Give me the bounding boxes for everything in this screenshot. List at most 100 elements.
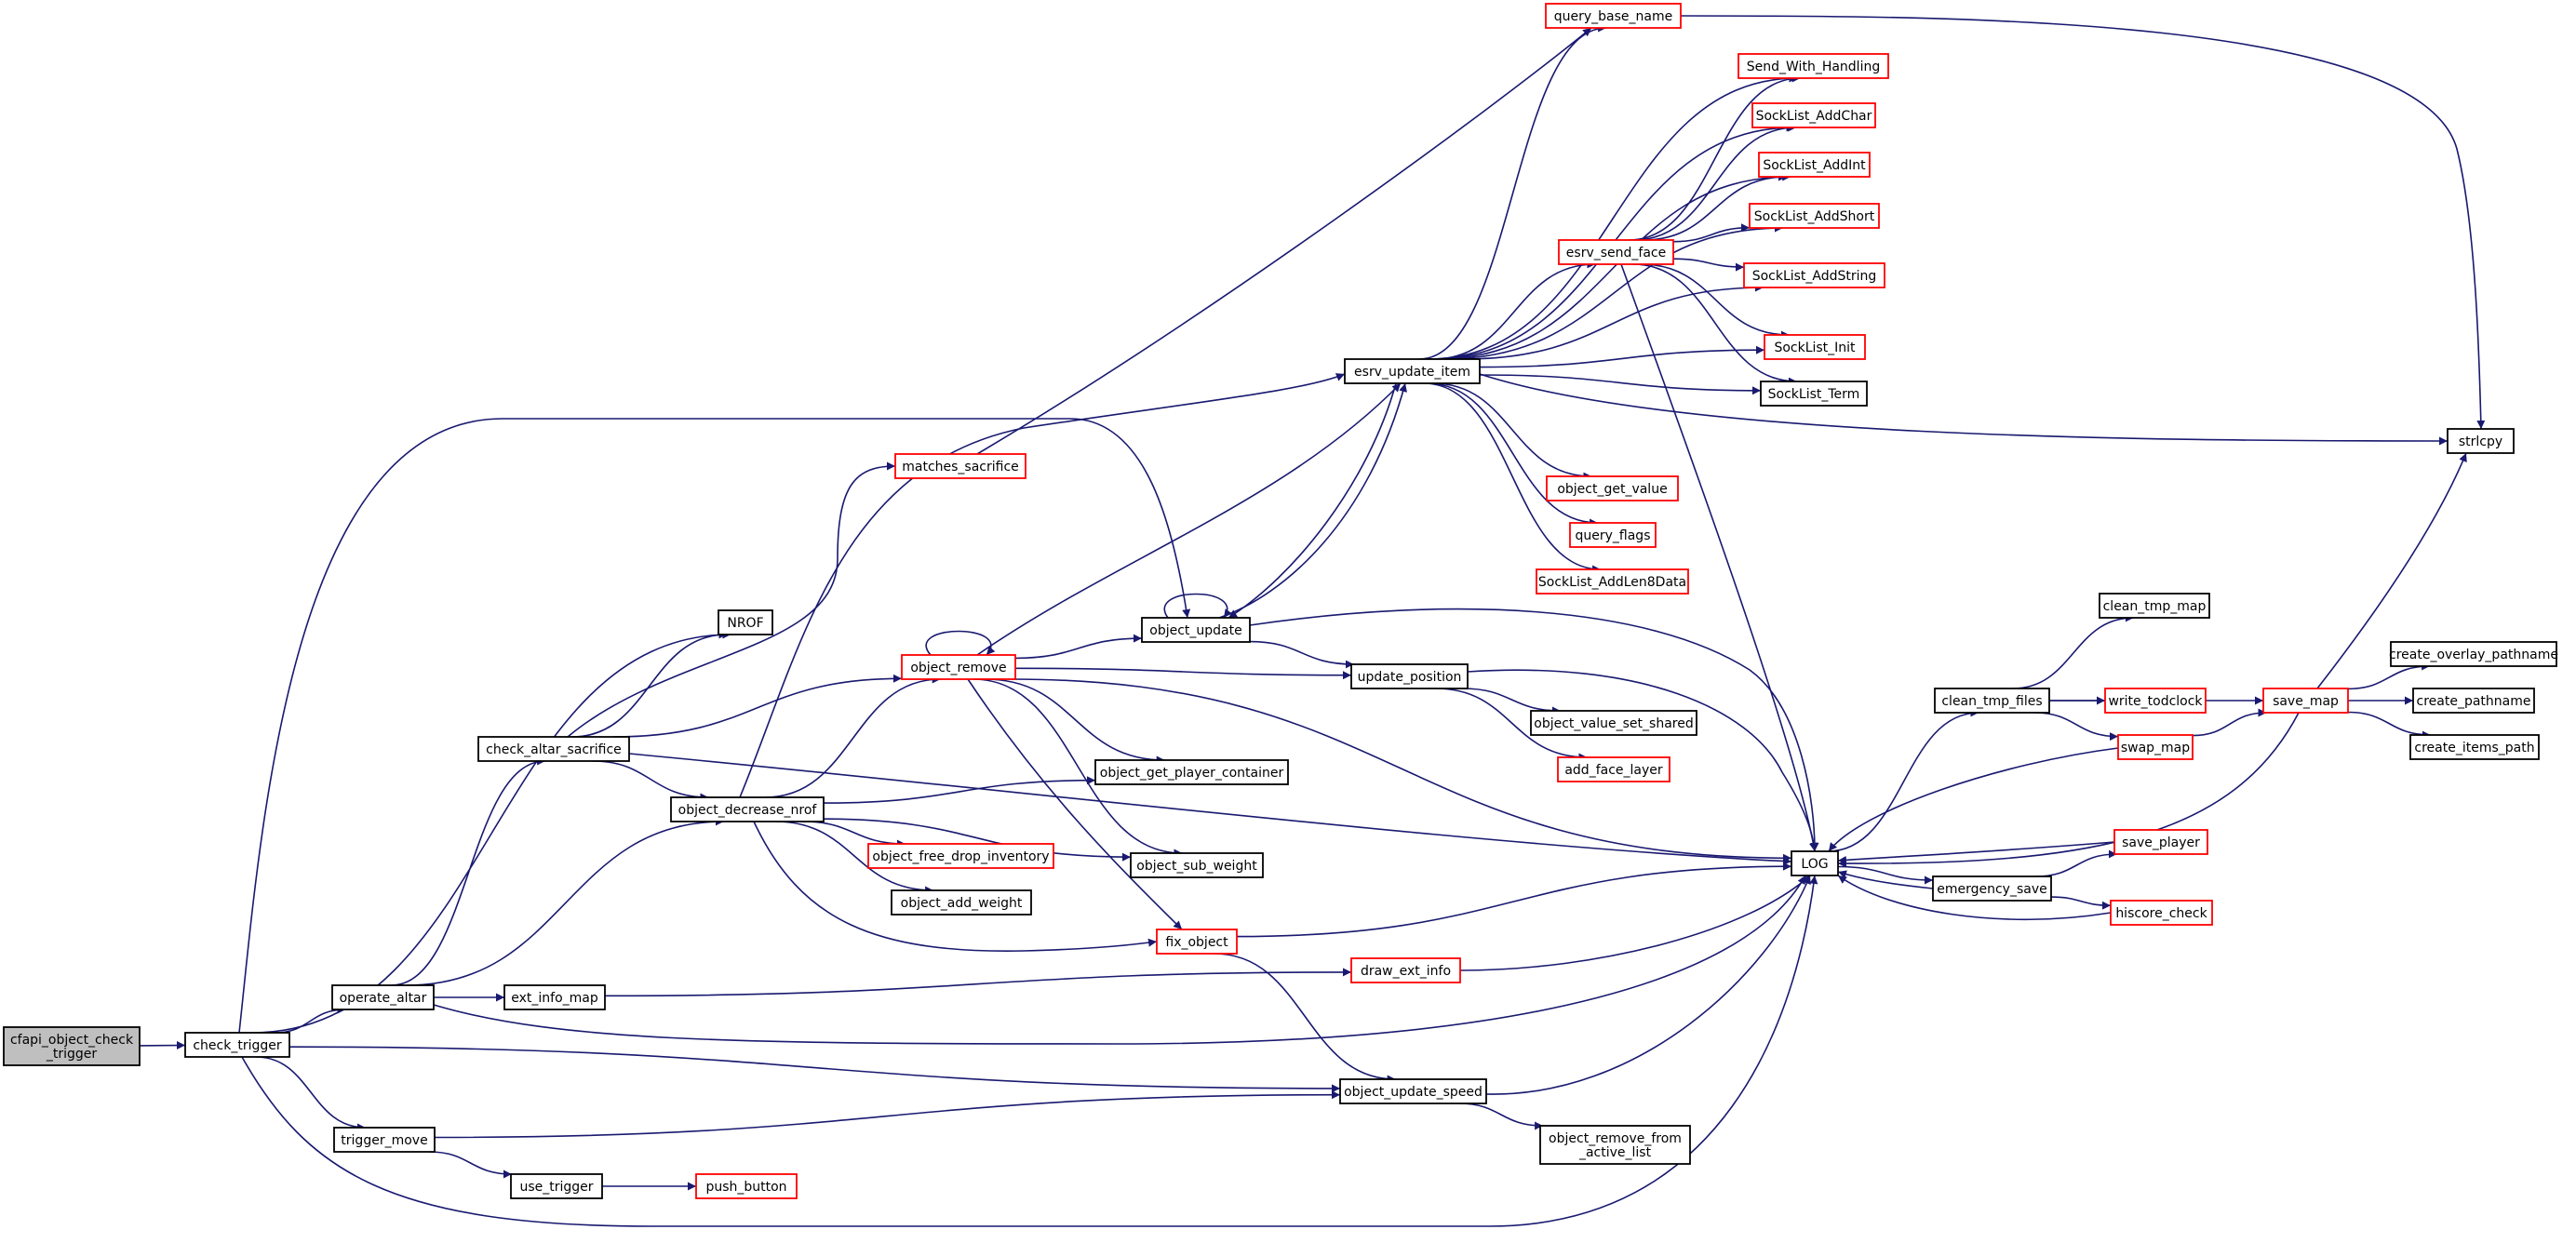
node-label: SockList_AddShort [1754, 209, 1875, 224]
node-box [2262, 688, 2349, 714]
node-SockList_AddInt[interactable]: SockList_AddInt [1758, 152, 1871, 178]
node-LOG[interactable]: LOG [1791, 850, 1839, 876]
node-object_get_player_container[interactable]: object_get_player_container [1094, 759, 1289, 785]
node-box [2104, 688, 2207, 714]
node-box [1557, 756, 1670, 782]
node-SockList_Term[interactable]: SockList_Term [1760, 381, 1868, 407]
edge-check_altar_sacrifice-to-NROF [571, 630, 728, 738]
node-update_position[interactable]: update_position [1350, 663, 1469, 689]
node-esrv_send_face[interactable]: esrv_send_face [1558, 239, 1674, 265]
node-cfapi[interactable]: cfapi_object_check_trigger [3, 1026, 141, 1066]
node-box [1344, 358, 1481, 384]
edge-save_map-to-LOG [1837, 712, 2300, 868]
node-create_pathname[interactable]: create_pathname [2412, 688, 2535, 714]
node-save_map[interactable]: save_map [2262, 688, 2349, 714]
edge-operate_altar-to-object_decrease_nrof [406, 817, 724, 986]
node-object_update[interactable]: object_update [1141, 617, 1251, 643]
node-label: matches_sacrifice [902, 460, 1019, 474]
node-clean_tmp_map[interactable]: clean_tmp_map [2099, 593, 2210, 619]
node-check_altar_sacrifice[interactable]: check_altar_sacrifice [477, 736, 630, 762]
node-NROF[interactable]: NROF [718, 609, 773, 635]
node-SockList_AddString[interactable]: SockList_AddString [1743, 262, 1885, 288]
edge-esrv_update_item-to-SockList_AddString [1462, 283, 1764, 360]
node-label: object_sub_weight [1136, 859, 1257, 874]
edge-esrv_send_face-to-SockList_AddString [1672, 258, 1745, 272]
node-esrv_update_item[interactable]: esrv_update_item [1344, 358, 1481, 384]
edge-check_trigger-to-NROF [251, 630, 731, 1034]
node-create_overlay_pathname[interactable]: create_overlay_pathname [2389, 641, 2558, 667]
node-label: cfapi_object_check [10, 1033, 134, 1048]
node-SockList_AddLen8Data[interactable]: SockList_AddLen8Data [1536, 568, 1689, 595]
node-object_free_drop_inventory[interactable]: object_free_drop_inventory [867, 843, 1054, 869]
node-object_add_weight[interactable]: object_add_weight [891, 889, 1032, 916]
edge-object_decrease_nrof-to-object_get_player_container [823, 776, 1096, 804]
node-SockList_Init[interactable]: SockList_Init [1764, 334, 1866, 360]
node-object_update_speed[interactable]: object_update_speed [1339, 1078, 1487, 1104]
node-clean_tmp_files[interactable]: clean_tmp_files [1934, 688, 2050, 714]
node-label: create_pathname [2417, 694, 2531, 709]
edge-LOG-to-emergency_save [1837, 865, 1934, 885]
node-box [2412, 688, 2535, 714]
node-use_trigger[interactable]: use_trigger [510, 1173, 603, 1199]
edge-esrv_update_item-to-object_get_value [1432, 382, 1592, 481]
node-trigger_move[interactable]: trigger_move [333, 1127, 436, 1153]
node-box [867, 843, 1054, 869]
node-hiscore_check[interactable]: hiscore_check [2110, 900, 2213, 926]
node-label: check_altar_sacrifice [486, 742, 622, 757]
node-save_player[interactable]: save_player [2113, 829, 2208, 855]
node-query_base_name[interactable]: query_base_name [1545, 3, 1682, 29]
node-check_trigger[interactable]: check_trigger [184, 1032, 290, 1058]
node-push_button[interactable]: push_button [695, 1173, 798, 1199]
node-box [503, 984, 606, 1010]
node-box [894, 453, 1026, 479]
node-box [331, 984, 435, 1010]
node-label: fix_object [1165, 935, 1228, 950]
node-object_value_set_shared[interactable]: object_value_set_shared [1530, 710, 1697, 736]
node-box [2409, 734, 2540, 760]
node-operate_altar[interactable]: operate_altar [331, 984, 435, 1010]
node-box [2110, 900, 2213, 926]
edge-check_altar_sacrifice-to-object_decrease_nrof [592, 760, 709, 802]
node-write_todclock[interactable]: write_todclock [2104, 688, 2207, 714]
edge-swap_map-to-save_map [2192, 708, 2267, 737]
node-layer: cfapi_object_check_triggercheck_triggero… [3, 3, 2558, 1199]
node-object_sub_weight[interactable]: object_sub_weight [1130, 852, 1264, 878]
node-Send_With_Handling[interactable]: Send_With_Handling [1737, 53, 1889, 79]
node-query_flags[interactable]: query_flags [1569, 522, 1657, 548]
node-label: SockList_AddInt [1763, 158, 1866, 173]
node-ext_info_map[interactable]: ext_info_map [503, 984, 606, 1010]
node-box [2390, 641, 2557, 667]
node-box [1760, 381, 1868, 407]
edge-object_remove-to-esrv_update_item [976, 382, 1402, 656]
node-label: SockList_Init [1774, 341, 1856, 355]
node-box [670, 796, 825, 822]
edge-ext_info_map-to-draw_ext_info [604, 968, 1352, 997]
node-label: create_items_path [2414, 741, 2534, 755]
node-fix_object[interactable]: fix_object [1156, 929, 1238, 955]
node-create_items_path[interactable]: create_items_path [2409, 734, 2540, 760]
node-emergency_save[interactable]: emergency_save [1932, 875, 2052, 902]
node-SockList_AddChar[interactable]: SockList_AddChar [1751, 102, 1876, 128]
node-object_decrease_nrof[interactable]: object_decrease_nrof [670, 796, 825, 822]
node-box [1737, 53, 1889, 79]
node-label: clean_tmp_map [2103, 599, 2207, 614]
node-label: update_position [1358, 670, 1462, 685]
node-swap_map[interactable]: swap_map [2117, 734, 2194, 760]
node-label: add_face_layer [1564, 763, 1663, 778]
node-matches_sacrifice[interactable]: matches_sacrifice [894, 453, 1026, 479]
node-object_get_value[interactable]: object_get_value [1546, 475, 1679, 501]
node-draw_ext_info[interactable]: draw_ext_info [1350, 957, 1461, 983]
node-strlcpy[interactable]: strlcpy [2447, 428, 2515, 454]
node-object_remove_from_active_list[interactable]: object_remove_from_active_list [1539, 1125, 1691, 1165]
node-label: draw_ext_info [1361, 964, 1451, 979]
node-label: esrv_update_item [1354, 365, 1470, 380]
edge-query_base_name-to-strlcpy [1680, 15, 2486, 430]
node-object_remove[interactable]: object_remove [901, 654, 1016, 680]
node-box [2113, 829, 2208, 855]
node-box [1339, 1078, 1487, 1104]
edge-object_update_speed-to-LOG [1485, 875, 1811, 1095]
edge-emergency_save-to-LOG [1837, 870, 1934, 889]
node-add_face_layer[interactable]: add_face_layer [1557, 756, 1670, 782]
node-SockList_AddShort[interactable]: SockList_AddShort [1749, 203, 1880, 229]
edge-object_remove-to-update_position [1014, 667, 1352, 680]
